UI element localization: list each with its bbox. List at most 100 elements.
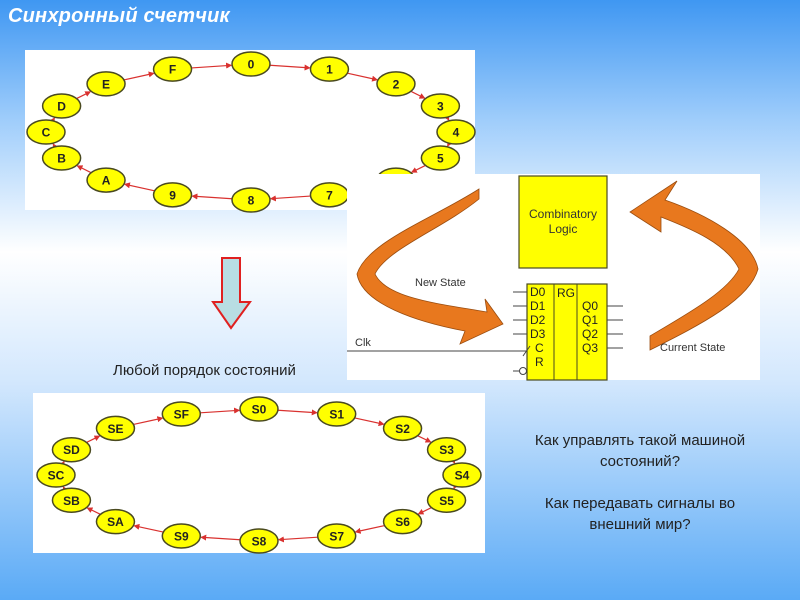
hex-counter-svg: 0123456789ABCDEF [26,51,476,213]
state-node: SF [161,401,202,427]
new-state-label: New State [415,277,466,289]
state-label: S4 [455,469,470,483]
state-node: S1 [316,401,357,427]
transition-arrow [277,536,318,543]
fsm-structure-diagram: Combinatory Logic New State Current Stat… [347,174,760,381]
transition-arrow [86,507,101,515]
state-node: S7 [316,523,357,549]
state-ellipse [231,51,271,77]
state-node: SB [51,487,92,514]
state-node: 7 [309,182,350,208]
state-label: 5 [437,152,444,166]
transition-arrow [269,64,311,71]
combinatory-logic-block [518,175,608,269]
state-label: S8 [252,535,267,549]
state-ellipse [426,487,467,514]
transition-arrow [347,72,379,82]
transition-arrow [133,416,164,426]
state-ellipse [26,119,66,145]
state-ellipse [152,56,193,82]
state-ellipse [95,508,136,535]
state-ellipse [436,119,476,145]
state-label: SF [174,408,189,422]
state-ellipse [51,487,92,514]
state-ellipse [442,462,482,488]
slide-title: Синхронный счетчик [8,5,230,27]
state-label: S6 [395,515,410,529]
state-node: 5 [420,145,461,171]
state-ellipse [152,182,193,208]
state-node: 1 [309,56,350,82]
state-ellipse [231,187,271,213]
state-ellipse [309,56,350,82]
transition-arrow [200,407,241,414]
state-node: S6 [382,508,423,535]
transition-arrow [133,523,164,533]
state-node: SA [95,508,136,535]
state-label: SC [48,469,65,483]
state-label: S7 [329,529,344,543]
state-label: SE [107,422,123,436]
register-input-label: C [535,341,544,355]
transition-arrow [410,90,426,99]
state-ellipse [161,523,202,549]
state-ellipse [316,523,357,549]
state-label: 9 [169,188,176,202]
state-label: A [102,174,111,188]
state-ellipse [51,436,92,463]
questions-block: Как управлять такой машиной состояний? К… [520,430,760,556]
state-ellipse [316,401,357,427]
state-ellipse [239,396,279,422]
state-node: S2 [382,415,423,442]
state-node: A [86,167,126,193]
hex-counter-state-diagram: 0123456789ABCDEF [25,50,476,213]
transition-arrow [269,195,311,202]
state-label: S5 [439,494,454,508]
state-label: S1 [329,408,344,422]
transition-arrow [76,165,92,174]
state-node: 0 [231,51,271,77]
state-ellipse [86,71,126,97]
state-node: F [152,56,193,82]
register-input-label: R [535,355,544,369]
state-node: S0 [239,396,279,422]
state-node: S5 [426,487,467,514]
state-label: 1 [326,63,333,77]
state-label: C [42,126,51,140]
state-label: 7 [326,188,333,202]
state-node: 4 [436,119,476,145]
logic-label-line1: Combinatory [529,207,597,221]
state-node: SC [36,462,76,488]
state-node: C [26,119,66,145]
state-node: 2 [376,71,416,97]
transition-arrow [76,91,92,100]
register-output-label: Q1 [582,313,598,327]
state-ellipse [376,71,416,97]
transition-arrow [123,182,155,192]
state-ellipse [41,93,82,119]
state-label: E [102,77,110,91]
state-label: 0 [248,58,255,72]
transition-arrow [410,164,426,173]
transition-arrow [191,193,233,200]
state-ellipse [41,145,82,171]
transition-arrow [86,435,101,443]
state-node: S9 [161,523,202,549]
state-label: S2 [395,422,410,436]
state-label: SB [63,494,80,508]
state-node: 9 [152,182,193,208]
fsm-svg: Combinatory Logic New State Current Stat… [347,175,759,381]
register-output-label: Q0 [582,299,598,313]
state-ellipse [382,415,423,442]
state-ellipse [86,167,126,193]
transition-arrow [417,435,432,443]
state-label: 2 [393,77,400,91]
question-control: Как управлять такой машиной состояний? [534,432,746,470]
register-input-label: D1 [530,299,546,313]
clock-label: Clk [355,337,371,349]
state-label: 3 [437,99,444,113]
state-label: S9 [174,529,189,543]
